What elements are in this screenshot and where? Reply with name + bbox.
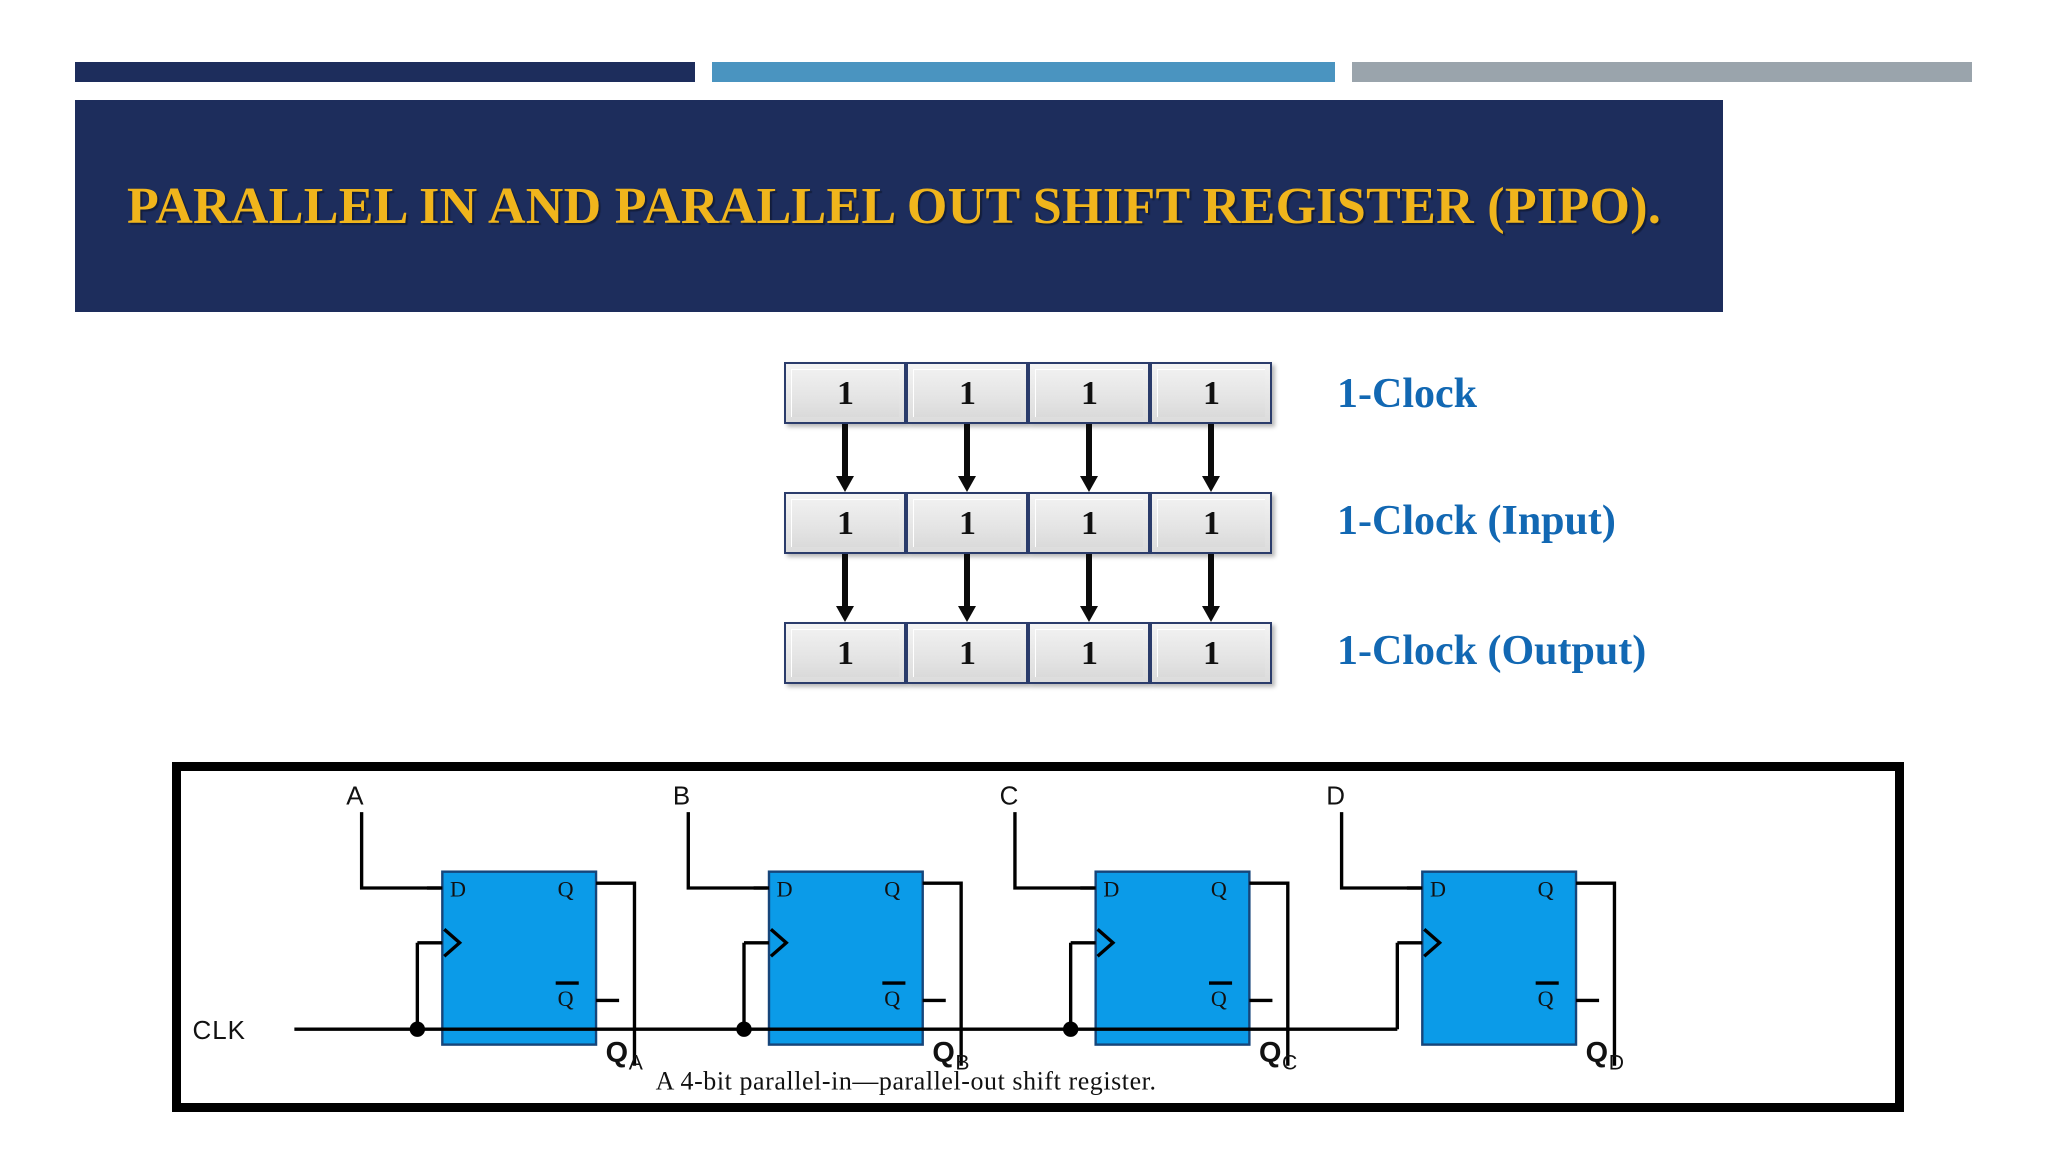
page-title: PARALLEL IN AND PARALLEL OUT SHIFT REGIS… (127, 177, 1662, 235)
flipflop-body-b (767, 870, 924, 1046)
input-label-d: D (1326, 782, 1346, 810)
input-wire-a (359, 812, 441, 890)
register-cell-value: 1 (1081, 634, 1098, 672)
clock-label-2: 1-Clock (Output) (1337, 628, 1647, 674)
input-wire-c (1013, 812, 1094, 890)
down-arrow-icon (1202, 554, 1220, 622)
output-wire-a (596, 881, 637, 1066)
pin-label-d: D (450, 877, 466, 902)
register-cell[interactable]: 1 (1028, 622, 1150, 684)
register-cell[interactable]: 1 (1150, 492, 1272, 554)
register-cell-value: 1 (1203, 374, 1220, 412)
register-cell[interactable]: 1 (784, 362, 906, 424)
pin-label-q: Q (1538, 877, 1554, 902)
clock-label: CLK (193, 1017, 246, 1045)
clock-label-1: 1-Clock (Input) (1337, 498, 1616, 544)
clock-triangle-icon-b (769, 928, 789, 958)
input-label-a: A (346, 782, 364, 810)
circuit-svg: .wire { stroke:#000; stroke-width:3.5; f… (193, 782, 1624, 1096)
flipflop-body-a (441, 870, 598, 1046)
flipflop-stage-d: D Q Q D Q D (1326, 782, 1624, 1074)
pin-label-d: D (777, 877, 793, 902)
output-label-qd: Q (1586, 1037, 1608, 1069)
down-arrow-icon (1080, 424, 1098, 492)
register-cell-value: 1 (1203, 504, 1220, 542)
clock-triangle-icon-d (1423, 928, 1443, 958)
pin-label-q: Q (558, 877, 574, 902)
output-label-qc: Q (1259, 1037, 1281, 1069)
flipflop-stage-b: D Q Q B Q B (673, 782, 970, 1074)
top-accent-bars (0, 0, 2048, 90)
accent-bar-gray (1352, 62, 1972, 82)
clock-label-0: 1-Clock (1337, 371, 1477, 417)
register-cell-value: 1 (837, 504, 854, 542)
clock-triangle-icon-c (1096, 928, 1116, 958)
input-label-b: B (673, 782, 691, 810)
output-subscript-b: B (955, 1052, 969, 1075)
output-wire-b (922, 881, 963, 1066)
output-subscript-d: D (1609, 1052, 1624, 1075)
output-wire-c (1249, 881, 1290, 1066)
output-wire-d (1576, 881, 1617, 1066)
register-cell[interactable]: 1 (784, 492, 906, 554)
title-banner: PARALLEL IN AND PARALLEL OUT SHIFT REGIS… (75, 100, 1723, 312)
flipflop-body-c (1094, 870, 1251, 1046)
circuit-diagram: .wire { stroke:#000; stroke-width:3.5; f… (172, 762, 1904, 1112)
flipflop-body-d (1421, 870, 1578, 1046)
pin-label-qbar: Q (558, 986, 574, 1011)
register-row-1: 1 1 1 1 (784, 492, 1272, 554)
input-label-c: C (1000, 782, 1020, 810)
clock-triangle-icon-a (443, 928, 463, 958)
register-cell-value: 1 (1081, 504, 1098, 542)
down-arrow-icon (958, 554, 976, 622)
accent-bar-navy (75, 62, 695, 82)
down-arrow-icon (836, 554, 854, 622)
register-cell-value: 1 (1081, 374, 1098, 412)
register-cell[interactable]: 1 (1150, 622, 1272, 684)
flipflop-stage-c: D Q Q C Q C (1000, 782, 1298, 1074)
accent-bar-blue (712, 62, 1335, 82)
register-cell[interactable]: 1 (1150, 362, 1272, 424)
register-cell[interactable]: 1 (1028, 492, 1150, 554)
circuit-caption: A 4-bit parallel-in—parallel-out shift r… (656, 1067, 1157, 1096)
output-label-qa: Q (606, 1037, 628, 1069)
input-wire-b (686, 812, 768, 890)
register-cell-value: 1 (837, 374, 854, 412)
pin-label-qbar: Q (1211, 986, 1227, 1011)
register-row-0: 1 1 1 1 (784, 362, 1272, 424)
output-subscript-c: C (1282, 1052, 1297, 1075)
flipflop-stage-a: D Q Q A Q A (346, 782, 643, 1074)
register-cell-value: 1 (1203, 634, 1220, 672)
input-wire-d (1339, 812, 1421, 890)
down-arrow-icon (1080, 554, 1098, 622)
register-row-2: 1 1 1 1 (784, 622, 1272, 684)
register-cell[interactable]: 1 (906, 622, 1028, 684)
pin-label-d: D (1430, 877, 1446, 902)
register-cell[interactable]: 1 (906, 492, 1028, 554)
pin-label-qbar: Q (884, 986, 900, 1011)
pin-label-d: D (1103, 877, 1119, 902)
register-cell-value: 1 (959, 634, 976, 672)
down-arrow-icon (1202, 424, 1220, 492)
down-arrow-icon (836, 424, 854, 492)
pin-label-qbar: Q (1538, 986, 1554, 1011)
register-cell-value: 1 (959, 504, 976, 542)
register-cell-value: 1 (837, 634, 854, 672)
pin-label-q: Q (884, 877, 900, 902)
output-subscript-a: A (629, 1052, 644, 1075)
register-cell[interactable]: 1 (906, 362, 1028, 424)
pin-label-q: Q (1211, 877, 1227, 902)
register-cell[interactable]: 1 (784, 622, 906, 684)
register-cell-value: 1 (959, 374, 976, 412)
down-arrow-icon (958, 424, 976, 492)
register-cell[interactable]: 1 (1028, 362, 1150, 424)
output-label-qb: Q (932, 1037, 954, 1069)
